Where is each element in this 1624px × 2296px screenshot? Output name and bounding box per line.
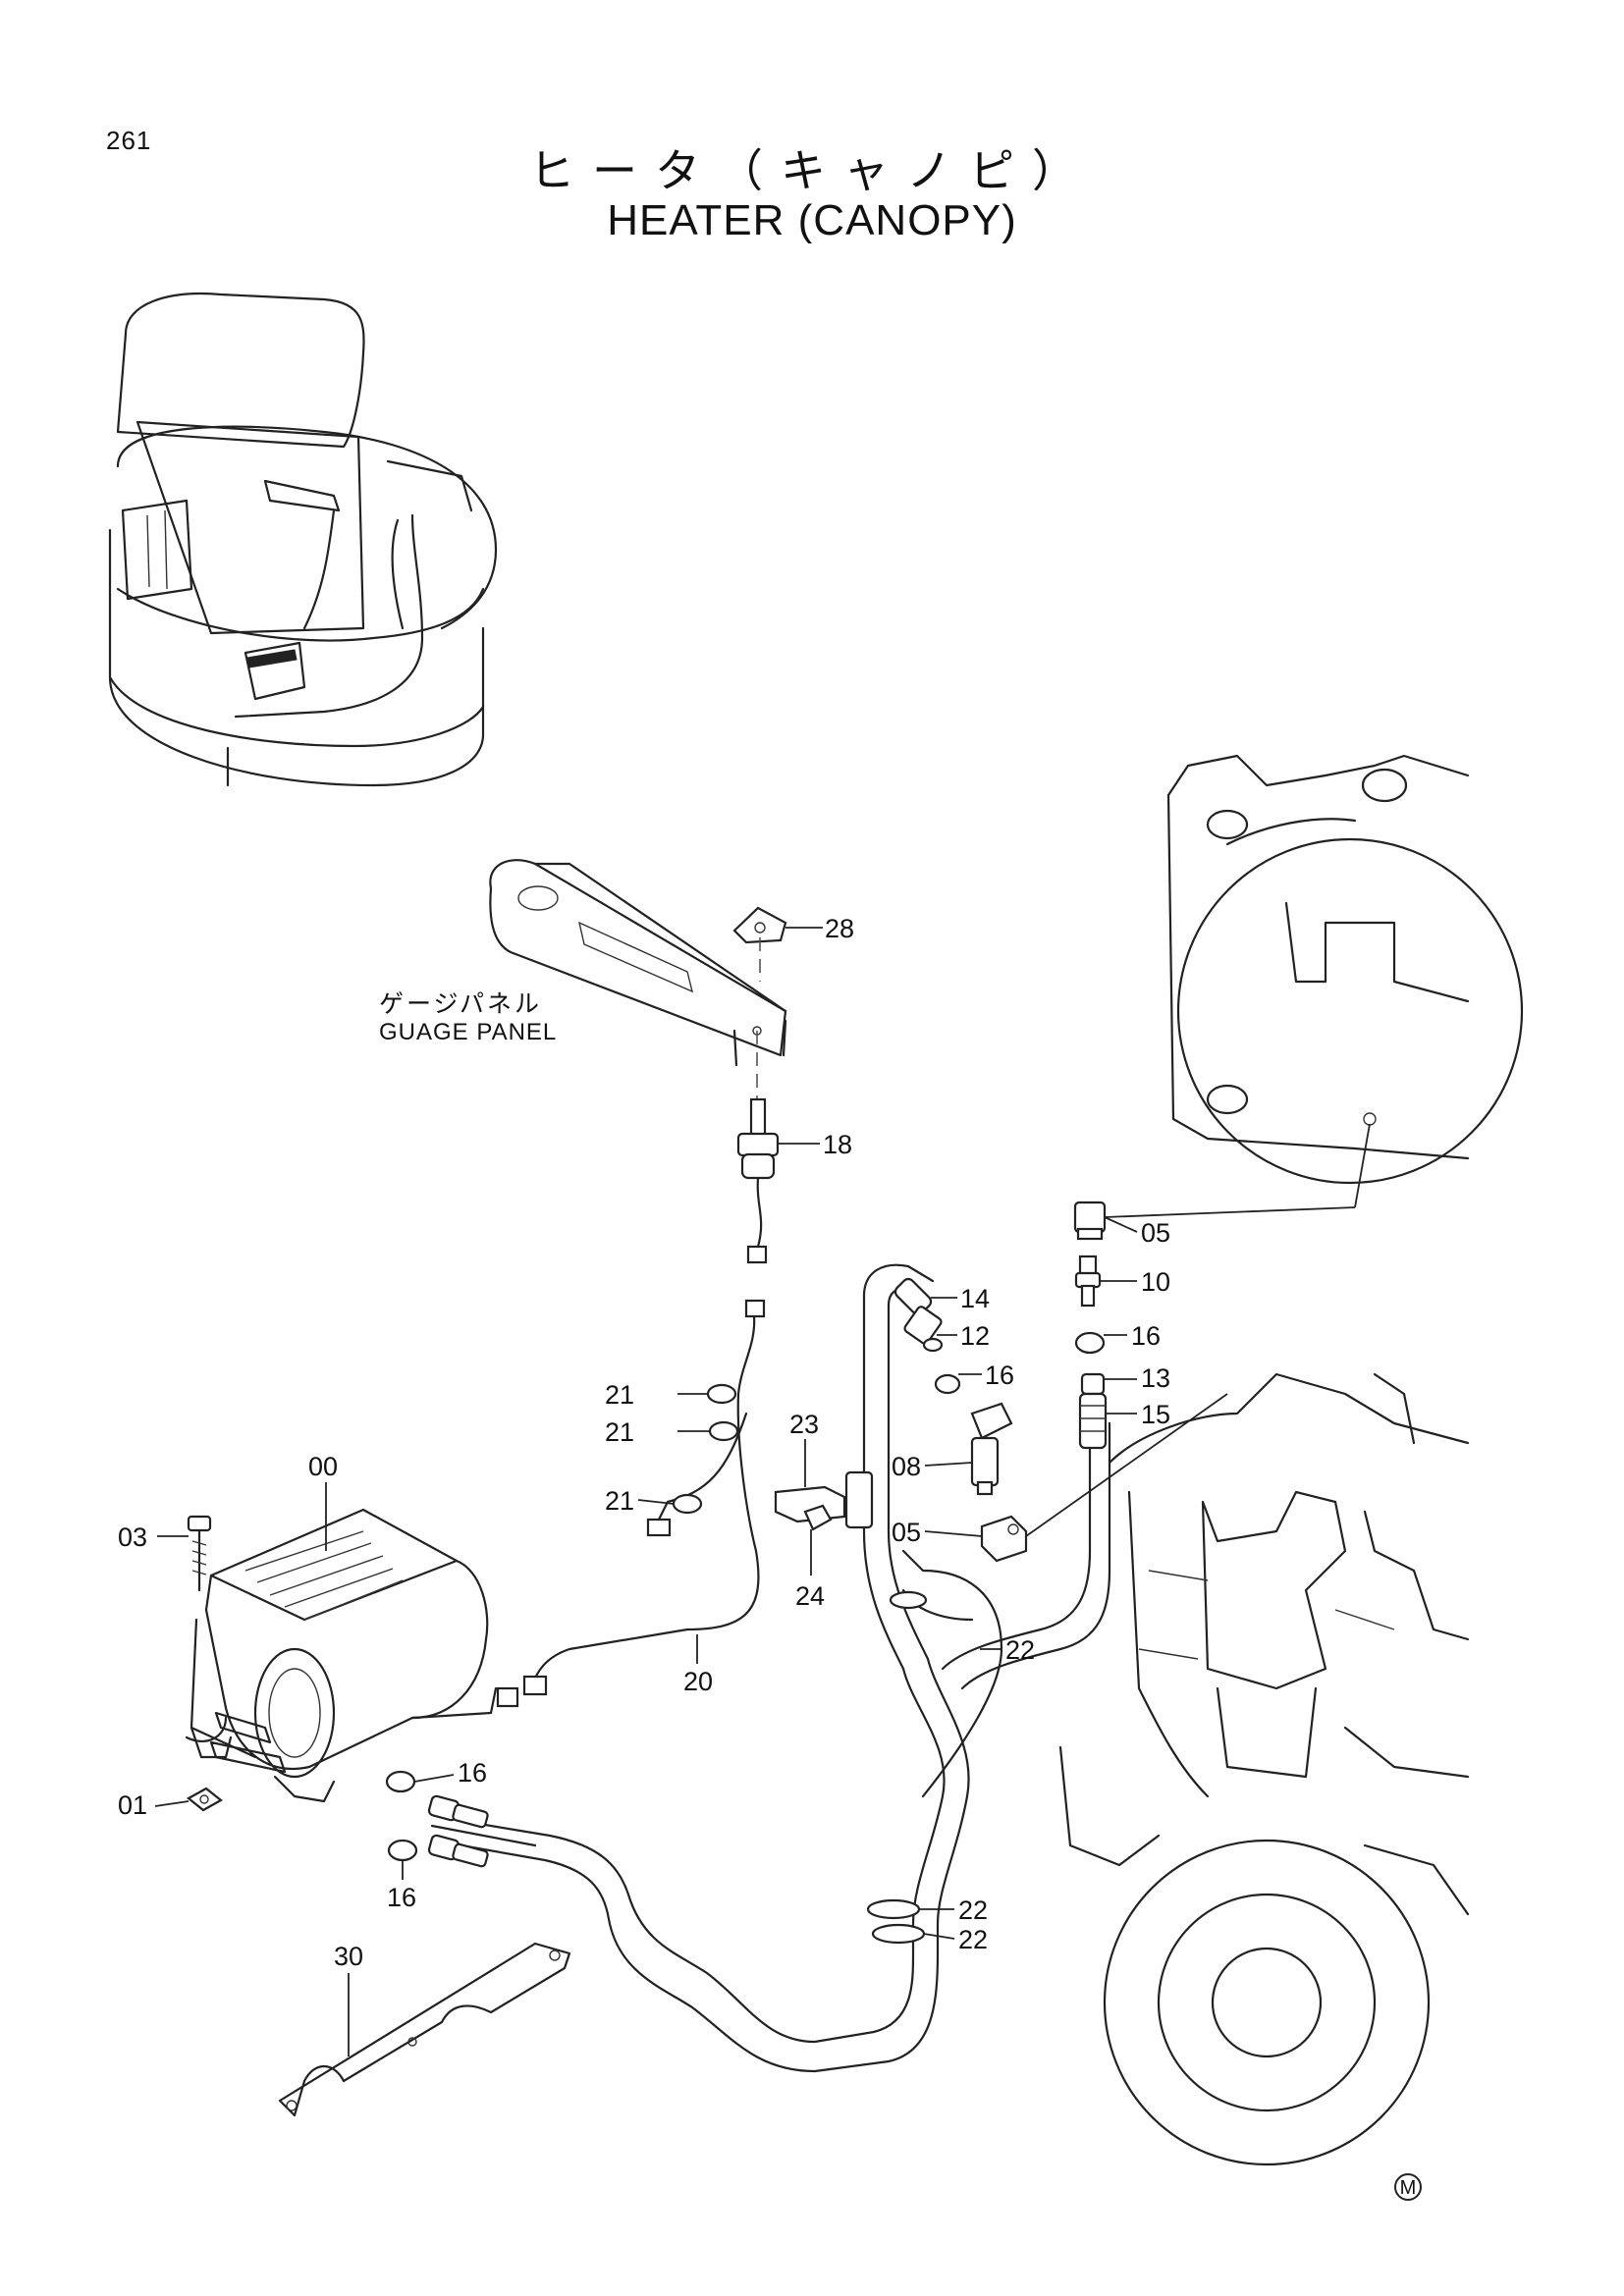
- part-label-28: 28: [825, 914, 854, 943]
- bolt-03: [187, 1515, 212, 1592]
- hose-ends-heater: [427, 1794, 489, 1868]
- clamp-16-engine: [934, 1373, 961, 1395]
- clips-21: [672, 1383, 739, 1515]
- page-title-japanese: ヒータ（キャノピ）: [529, 144, 1095, 197]
- part-label-13: 13: [1141, 1363, 1170, 1393]
- part-label-16-upper: 16: [1131, 1321, 1161, 1351]
- part-label-10: 10: [1141, 1267, 1170, 1297]
- part-label-16-bottom: 16: [387, 1883, 416, 1912]
- part-label-12: 12: [960, 1321, 990, 1351]
- part-label-21-top: 21: [605, 1380, 634, 1410]
- part-label-21-middle: 21: [605, 1417, 634, 1447]
- plate-30: [278, 1942, 571, 2117]
- washer-28: [732, 906, 787, 982]
- circled-m-mark: M: [1394, 2173, 1422, 2201]
- part-label-16-engine: 16: [985, 1361, 1014, 1390]
- clamps-22: [866, 1590, 928, 1945]
- clamps-16-lower: [385, 1770, 418, 1862]
- part-label-00: 00: [308, 1452, 338, 1481]
- part-label-30: 30: [334, 1942, 363, 1971]
- page-number: 261: [106, 126, 152, 155]
- part-label-24: 24: [795, 1581, 825, 1611]
- clamp-16-upper: [1074, 1331, 1106, 1355]
- gauge-panel-label: GUAGE PANEL: [379, 1019, 558, 1045]
- part-label-05-lower: 05: [892, 1518, 921, 1547]
- part-label-21-bottom: 21: [605, 1486, 634, 1516]
- machine-overview: [108, 293, 498, 787]
- part-label-05-upper: 05: [1141, 1218, 1170, 1248]
- part-label-03: 03: [118, 1522, 147, 1552]
- part-label-23: 23: [789, 1410, 819, 1439]
- heater-unit: [185, 1508, 498, 1803]
- part-label-22-upper: 22: [1005, 1635, 1035, 1665]
- part-labels: 28 18 05 10 14 12 16 16 13 15 21 21 21 2…: [118, 914, 1170, 1971]
- part-label-14: 14: [960, 1284, 990, 1313]
- hose-fitting-14-12: [893, 1277, 944, 1353]
- engine-assembly: [1058, 754, 1524, 2166]
- leader-lines: [154, 927, 1371, 2056]
- part-label-22-middle: 22: [958, 1896, 988, 1925]
- nut-24: [803, 1504, 833, 1531]
- cock-08: [970, 1402, 1013, 1496]
- part-label-20: 20: [683, 1667, 713, 1696]
- part-label-22-lower: 22: [958, 1925, 988, 1954]
- circled-m-mark-letter: M: [1400, 2177, 1417, 2199]
- part-label-18: 18: [823, 1130, 852, 1159]
- gauge-panel: [489, 859, 787, 1099]
- part-label-16-heater: 16: [458, 1758, 487, 1788]
- sensor-18: [736, 1097, 780, 1264]
- part-label-08: 08: [892, 1452, 921, 1481]
- gauge-panel-label-japanese: ゲージパネル: [379, 989, 543, 1018]
- harness-20: [496, 1299, 766, 1708]
- part-label-15: 15: [1141, 1400, 1170, 1429]
- connector-10: [1074, 1255, 1102, 1308]
- part-label-01: 01: [118, 1790, 147, 1820]
- hose-13-15: [1078, 1372, 1108, 1450]
- elbow-05-upper: [1073, 1201, 1107, 1241]
- elbow-05-lower: [980, 1515, 1028, 1563]
- page-title: HEATER (CANOPY): [607, 196, 1017, 244]
- nut-01: [187, 1787, 223, 1812]
